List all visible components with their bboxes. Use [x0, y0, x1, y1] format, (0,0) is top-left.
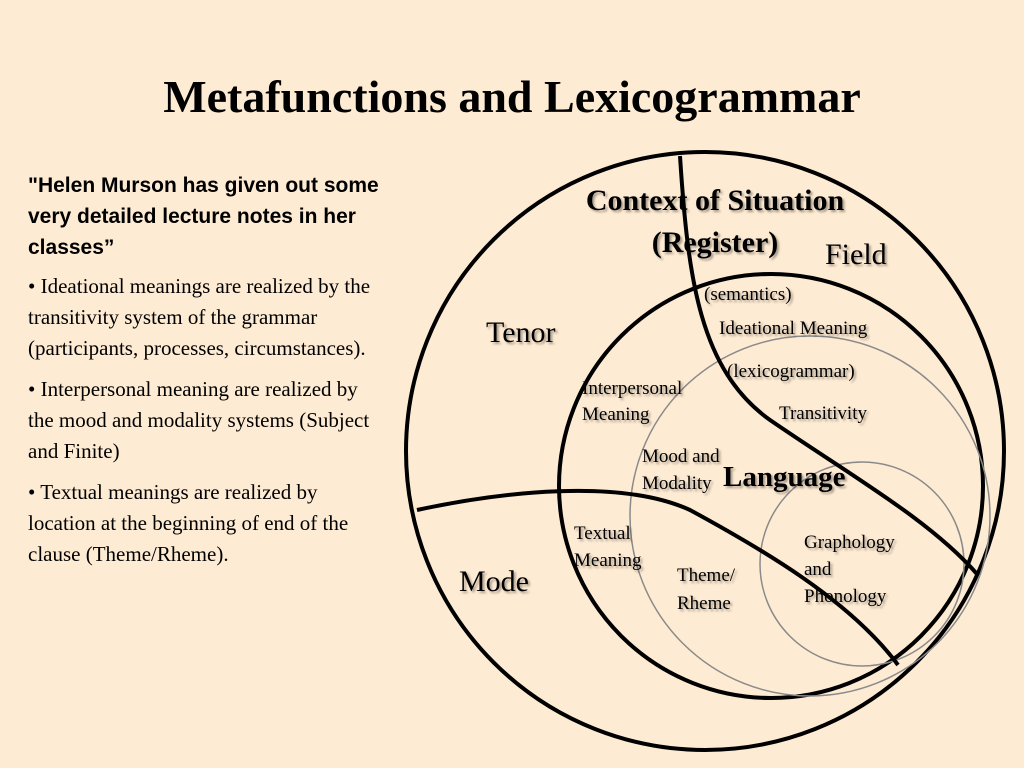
language-label: Language: [723, 461, 846, 493]
graphology-label-line1: Graphology: [804, 532, 895, 553]
graphology-circle: [759, 461, 965, 667]
context-title-line1: Context of Situation: [586, 184, 845, 217]
lexicogrammar-label: (lexicogrammar): [727, 361, 855, 382]
bullet-ideational: • Ideational meanings are realized by th…: [28, 274, 371, 360]
field-label: Field: [825, 238, 887, 271]
mood-label-line1: Mood and: [642, 446, 720, 467]
bullet-textual: • Textual meanings are realized by locat…: [28, 480, 349, 566]
semantics-label: (semantics): [704, 284, 792, 305]
tenor-label: Tenor: [486, 316, 556, 349]
transitivity-label: Transitivity: [779, 403, 867, 424]
mood-label-line2: Modality: [642, 473, 712, 494]
left-text-panel: "Helen Murson has given out some very de…: [28, 170, 380, 580]
textual-label-line2: Meaning: [574, 550, 642, 571]
graphology-label-line3: Phonology: [804, 586, 887, 607]
interpersonal-label-line1: Interpersonal: [582, 378, 682, 399]
quote-text: "Helen Murson has given out some very de…: [28, 174, 379, 259]
bullet-interpersonal: • Interpersonal meaning are realized by …: [28, 377, 370, 463]
mode-label: Mode: [459, 565, 529, 598]
tenor-mode-divider: [416, 488, 900, 667]
slide-title: Metafunctions and Lexicogrammar: [163, 70, 861, 122]
ideational-meaning-label: Ideational Meaning: [719, 318, 868, 339]
theme-label-line2: Rheme: [677, 593, 731, 614]
textual-label-line1: Textual: [574, 523, 631, 544]
theme-label-line1: Theme/: [677, 565, 736, 586]
interpersonal-label-line2: Meaning: [582, 404, 650, 425]
lexicogrammar-circle: [629, 335, 991, 697]
context-title-line2: (Register): [652, 226, 779, 259]
graphology-label-line2: and: [804, 559, 832, 580]
context-circle: [404, 150, 1006, 752]
language-circle: [557, 272, 985, 700]
field-tenor-divider: [678, 155, 979, 576]
